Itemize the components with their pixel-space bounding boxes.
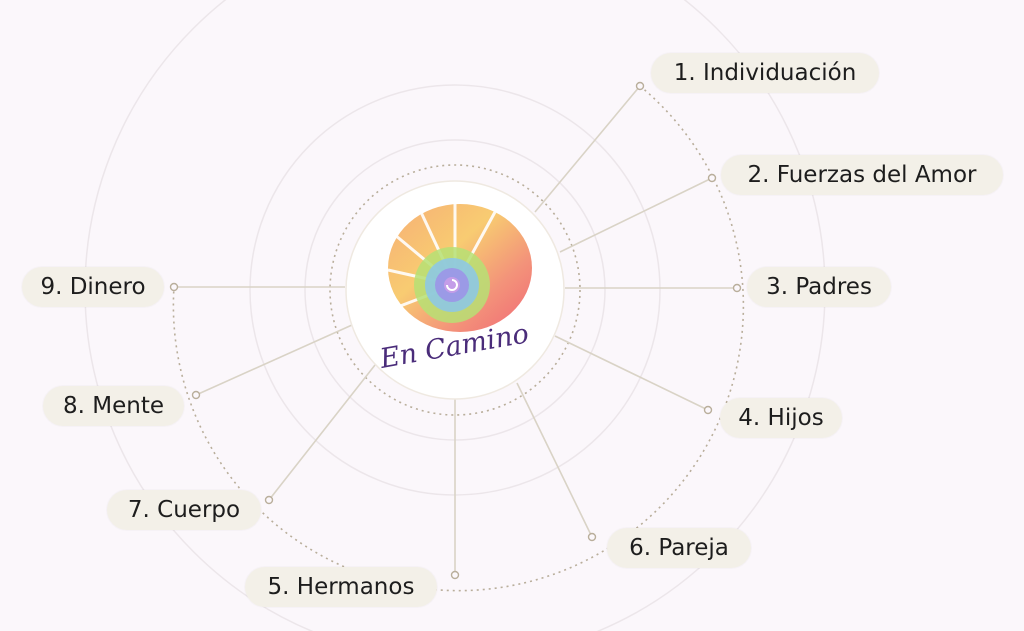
en-camino-logo: En Camino — [377, 204, 532, 375]
node-dot-6 — [587, 532, 597, 542]
inner-dotted-ring — [329, 164, 581, 416]
node-dot-1 — [635, 81, 645, 91]
node-cuerpo[interactable]: 7. Cuerpo — [107, 490, 261, 530]
node-dot-7 — [264, 495, 274, 505]
node-label: 4. Hijos — [738, 405, 824, 431]
node-label: 3. Padres — [766, 274, 872, 300]
node-dot-5 — [450, 570, 460, 580]
node-label: 1. Individuación — [673, 60, 857, 86]
node-label: 6. Pareja — [629, 535, 729, 561]
connector-pareja — [516, 382, 593, 538]
node-label: 8. Mente — [63, 393, 164, 419]
node-dot-2 — [707, 173, 717, 183]
connector-cuerpo — [268, 364, 376, 501]
dotted-rings — [172, 85, 745, 592]
node-label: 7. Cuerpo — [127, 497, 241, 523]
node-hermanos[interactable]: 5. Hermanos — [245, 567, 437, 607]
node-individuacion[interactable]: 1. Individuación — [651, 53, 879, 93]
node-dot-8 — [191, 390, 201, 400]
node-dot-4 — [703, 405, 713, 415]
connector-individuacion — [534, 85, 641, 213]
node-pareja[interactable]: 6. Pareja — [607, 528, 751, 568]
connectors — [174, 85, 737, 575]
node-dot-3 — [732, 283, 742, 293]
node-hijos[interactable]: 4. Hijos — [720, 398, 842, 438]
connector-nodes — [169, 81, 742, 580]
node-fuerzas-del-amor[interactable]: 2. Fuerzas del Amor — [721, 155, 1003, 195]
connector-mente — [195, 324, 353, 396]
shell-spiral — [446, 279, 458, 291]
node-padres[interactable]: 3. Padres — [747, 267, 891, 307]
node-label: 5. Hermanos — [267, 574, 415, 600]
outer-dotted-ring — [172, 85, 745, 592]
node-dot-9 — [169, 282, 179, 292]
node-label: 9. Dinero — [40, 274, 146, 300]
connector-hijos — [554, 335, 709, 411]
node-mente[interactable]: 8. Mente — [43, 386, 184, 426]
connector-fuerzas-del-amor — [559, 177, 713, 253]
node-dinero[interactable]: 9. Dinero — [22, 267, 164, 307]
node-label: 2. Fuerzas del Amor — [747, 162, 977, 188]
